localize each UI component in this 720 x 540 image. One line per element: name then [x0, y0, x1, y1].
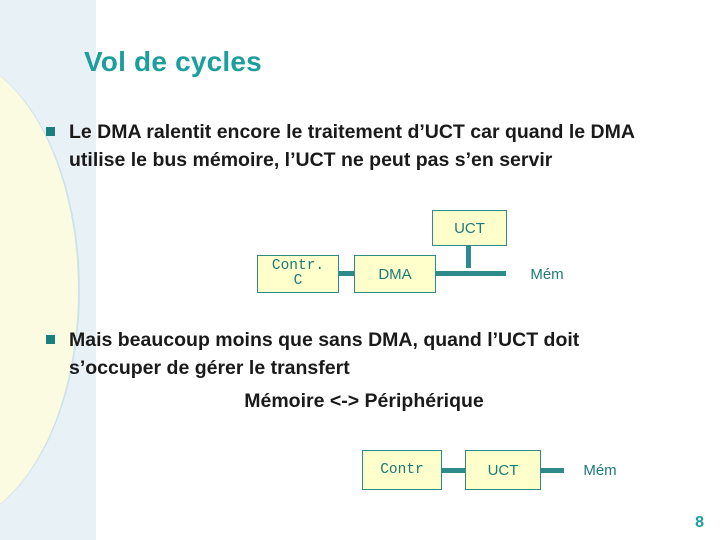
connector-uct-to-dma — [466, 246, 471, 268]
page-number: 8 — [695, 514, 704, 531]
square-bullet-icon — [46, 335, 55, 344]
connector-dma-to-mem — [436, 271, 506, 276]
bullet-item-1: Le DMA ralentit encore le traitement d’U… — [46, 118, 646, 174]
diagram-box-contr-label: Contr. C — [271, 258, 325, 289]
diagram-box-dma: DMA — [354, 255, 436, 293]
background-curve-outline — [0, 55, 80, 525]
diagram-box-uct: UCT — [432, 210, 507, 246]
page-title: Vol de cycles — [84, 46, 262, 77]
connector-contr-to-dma — [339, 271, 354, 276]
diagram-box-contr: Contr. C — [257, 255, 339, 293]
diagram-box-uct2: UCT — [465, 450, 541, 490]
bullet-item-2-text: Mais beaucoup moins que sans DMA, quand … — [69, 329, 580, 379]
square-bullet-icon — [46, 127, 55, 136]
connector-contr2-to-uct2 — [442, 468, 465, 473]
diagram-box-contr2: Contr — [362, 450, 442, 490]
bullet-item-2: Mais beaucoup moins que sans DMA, quand … — [46, 326, 646, 382]
center-caption: Mémoire <-> Périphérique — [244, 390, 484, 412]
bullet-item-1-text: Le DMA ralentit encore le traitement d’U… — [69, 121, 635, 171]
diagram-box-mem2: Mém — [583, 461, 617, 479]
connector-uct2-to-mem2 — [541, 468, 564, 473]
diagram-box-mem: Mém — [530, 265, 564, 283]
